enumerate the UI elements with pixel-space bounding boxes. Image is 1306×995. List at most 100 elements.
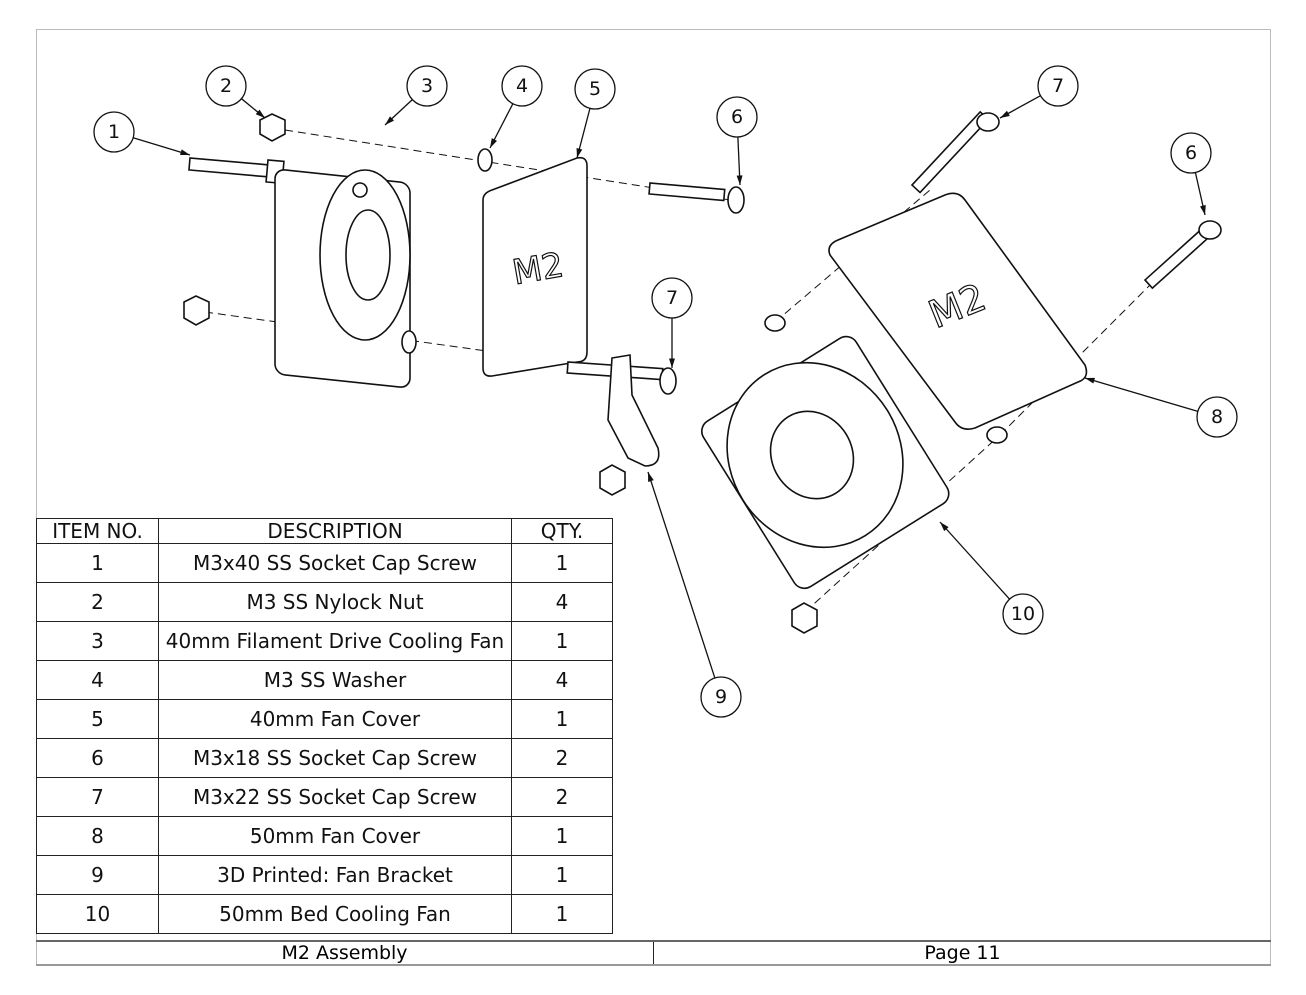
balloon-circle (205, 65, 247, 107)
balloon-circle (574, 68, 616, 110)
balloon-circle (93, 111, 135, 153)
leader-arrowhead (385, 116, 395, 125)
leader-arrowhead (1200, 205, 1206, 215)
balloon-number: 1 (108, 121, 120, 143)
leader-line (1084, 377, 1199, 412)
item-balloon: 3 (384, 65, 448, 126)
page-number: Page 11 (653, 942, 1271, 964)
balloon-circle (651, 277, 693, 319)
balloon-number: 8 (1211, 406, 1223, 428)
cell-item-no: 7 (36, 777, 159, 817)
balloon-circle (1037, 65, 1079, 107)
part-nylock-nut (791, 602, 818, 634)
cell-qty: 1 (511, 855, 613, 895)
header-description: DESCRIPTION (158, 518, 512, 544)
cell-item-no: 1 (36, 543, 159, 583)
part-40mm-fan-cover: M2 (482, 156, 588, 377)
part-washer (986, 426, 1008, 444)
balloon-circle (1002, 593, 1044, 635)
part-nylock-nut (183, 295, 210, 326)
cell-qty: 1 (511, 894, 613, 934)
cell-item-no: 8 (36, 816, 159, 856)
part-m3x22-screw (910, 110, 1000, 194)
cell-item-no: 3 (36, 621, 159, 661)
leader-arrowhead (940, 522, 949, 532)
cell-item-no: 2 (36, 582, 159, 622)
part-washer (401, 330, 417, 354)
cell-description: 50mm Bed Cooling Fan (158, 894, 512, 934)
header-item-no: ITEM NO. (36, 518, 159, 544)
table-header-row: ITEM NO. DESCRIPTION QTY. (36, 518, 613, 544)
leader-line (132, 137, 191, 156)
leader-arrowhead (255, 109, 265, 118)
item-balloon: 10 (939, 521, 1044, 635)
leader-arrowhead (1000, 110, 1010, 118)
cell-qty: 1 (511, 621, 613, 661)
balloon-number: 4 (516, 75, 528, 97)
balloon-circle (716, 96, 758, 138)
balloon-number: 6 (1185, 142, 1197, 164)
title-block: M2 Assembly Page 11 (36, 940, 1271, 966)
cell-qty: 4 (511, 582, 613, 622)
item-balloon: 4 (489, 65, 543, 149)
cell-description: M3 SS Washer (158, 660, 512, 700)
balloon-number: 10 (1011, 603, 1035, 625)
balloon-circle (700, 676, 742, 718)
leader-arrowhead (490, 138, 498, 148)
item-balloon: 1 (93, 111, 191, 156)
cell-item-no: 10 (36, 894, 159, 934)
cell-item-no: 9 (36, 855, 159, 895)
item-balloons: 1 2 3 4 5 6 7 6 7 8 9 10 (93, 65, 1238, 718)
header-qty: QTY. (511, 518, 613, 544)
balloon-number: 7 (666, 287, 678, 309)
balloon-circle (1170, 132, 1212, 174)
cell-qty: 4 (511, 660, 613, 700)
cell-qty: 2 (511, 738, 613, 778)
cell-item-no: 5 (36, 699, 159, 739)
balloon-number: 2 (220, 75, 232, 97)
cell-description: 50mm Fan Cover (158, 816, 512, 856)
leader-line (939, 521, 1011, 600)
cell-qty: 1 (511, 816, 613, 856)
cell-qty: 2 (511, 777, 613, 817)
item-balloon: 9 (647, 471, 742, 718)
balloon-number: 3 (421, 75, 433, 97)
cell-description: M3 SS Nylock Nut (158, 582, 512, 622)
part-washer (764, 314, 786, 332)
part-fan-bracket (607, 354, 660, 467)
balloon-number: 7 (1052, 75, 1064, 97)
balloon-circle (501, 65, 543, 107)
item-balloon: 6 (1170, 132, 1212, 216)
leader-line (647, 471, 716, 679)
leader-arrowhead (669, 358, 675, 368)
leader-arrowhead (180, 149, 190, 156)
item-balloon: 7 (651, 277, 693, 368)
item-balloon: 8 (1084, 377, 1238, 438)
cell-description: 3D Printed: Fan Bracket (158, 855, 512, 895)
balloon-circle (1196, 396, 1238, 438)
part-50mm-fan (701, 335, 950, 590)
part-nylock-nut (599, 464, 626, 496)
part-m3x18-screw (648, 182, 745, 214)
balloon-number: 6 (731, 106, 743, 128)
part-nylock-nut (259, 113, 286, 142)
m2-logo: M2 (510, 245, 567, 293)
balloon-number: 5 (589, 78, 601, 100)
item-balloon: 7 (999, 65, 1079, 119)
cell-description: M3x18 SS Socket Cap Screw (158, 738, 512, 778)
balloon-circle (406, 65, 448, 107)
leader-arrowhead (648, 472, 654, 482)
cell-description: M3x22 SS Socket Cap Screw (158, 777, 512, 817)
leader-arrowhead (576, 148, 583, 158)
